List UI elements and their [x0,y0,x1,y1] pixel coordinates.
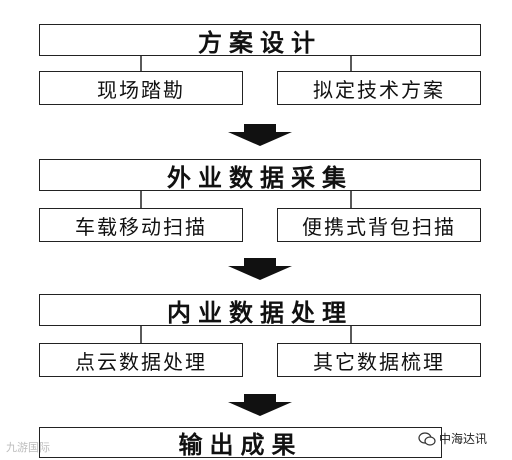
stage-3-title: 内业数据处理 [167,298,353,327]
down-arrow-icon [228,394,292,416]
stage-3-sub-1: 点云数据处理 [39,343,243,377]
wechat-icon [418,431,436,446]
stage-2-title: 外业数据采集 [167,163,353,192]
watermark-left: 九游国际 [6,441,50,454]
stage-3-sub-2: 其它数据梳理 [277,343,481,377]
stage-3-sub-1-label: 点云数据处理 [75,349,207,374]
stage-2-sub-2: 便携式背包扫描 [277,208,481,242]
stage-3-box: 内业数据处理 [39,294,481,327]
down-arrow-icon [228,124,292,146]
stage-2-box: 外业数据采集 [39,159,481,192]
stage-1-sub-1-label: 现场踏勘 [97,77,185,102]
watermark-right-label: 中海达讯 [439,432,488,446]
stage-3-sub-2-label: 其它数据梳理 [313,349,445,374]
stage-4-box: 输出成果 [39,427,442,459]
stage-1-sub-2-label: 拟定技术方案 [313,77,445,102]
stage-1-sub-2: 拟定技术方案 [277,71,481,105]
watermark-right: 中海达讯 [418,430,487,447]
stage-1-sub-1: 现场踏勘 [39,71,243,105]
stage-2-sub-1-label: 车载移动扫描 [75,214,207,239]
stage-2-sub-1: 车载移动扫描 [39,208,243,242]
stage-2-sub-2-label: 便携式背包扫描 [302,214,456,239]
stage-4-title: 输出成果 [178,431,303,459]
stage-1-title: 方案设计 [198,28,322,57]
down-arrow-icon [228,258,292,280]
stage-1-box: 方案设计 [39,24,481,57]
